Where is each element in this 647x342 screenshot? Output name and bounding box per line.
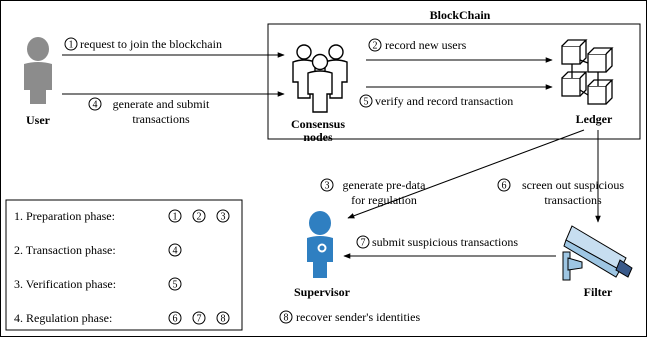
step-7-label: 7 submit suspicious transactions [356, 235, 518, 249]
svg-text:generate and submit: generate and submit [113, 97, 210, 111]
user-icon [24, 37, 52, 104]
svg-text:1: 1 [69, 40, 74, 51]
user-label: User [26, 113, 51, 127]
legend-row-2: 2. Transaction phase: 4 [14, 243, 182, 257]
svg-text:transactions: transactions [544, 193, 602, 207]
step-6-label: 6 screen out suspicious transactions [497, 178, 624, 207]
svg-text:1: 1 [173, 212, 178, 223]
legend-row-3: 3. Verification phase: 5 [14, 277, 182, 291]
step-1-label: 1 request to join the blockchain [64, 37, 222, 51]
supervisor-label: Supervisor [294, 285, 351, 299]
consensus-label-line2: nodes [303, 130, 333, 144]
svg-text:6: 6 [173, 314, 178, 325]
step-5-label: 5 verify and record transaction [359, 94, 513, 108]
svg-text:record new users: record new users [385, 38, 467, 52]
svg-text:5: 5 [364, 97, 369, 108]
step-4-label: 4 generate and submit transactions [88, 97, 210, 126]
svg-text:3: 3 [325, 181, 330, 192]
svg-text:5: 5 [173, 280, 178, 291]
svg-text:generate pre-data: generate pre-data [343, 178, 427, 192]
step-3-label: 3 generate pre-data for regulation [320, 178, 427, 207]
filter-label: Filter [584, 285, 613, 299]
svg-text:3. Verification phase:: 3. Verification phase: [14, 277, 116, 291]
svg-text:2: 2 [197, 212, 202, 223]
legend-row-4: 4. Regulation phase: 6 7 8 [14, 311, 230, 325]
step-2-label: 2 record new users [368, 38, 467, 52]
svg-text:4. Regulation phase:: 4. Regulation phase: [14, 311, 112, 325]
svg-text:2: 2 [373, 41, 378, 52]
svg-text:2. Transaction phase:: 2. Transaction phase: [14, 243, 116, 257]
svg-text:submit suspicious transactions: submit suspicious transactions [372, 235, 518, 249]
svg-text:7: 7 [197, 314, 202, 325]
svg-text:3: 3 [221, 212, 226, 223]
svg-text:verify and record transaction: verify and record transaction [375, 94, 513, 108]
ledger-label: Ledger [576, 112, 613, 126]
step-8-label: 8 recover sender's identities [279, 310, 420, 324]
svg-text:transactions: transactions [132, 112, 190, 126]
svg-text:8: 8 [221, 314, 226, 325]
consensus-label-line1: Consensus [291, 117, 345, 131]
svg-text:7: 7 [361, 238, 366, 249]
svg-text:for regulation: for regulation [351, 193, 417, 207]
legend-row-1: 1. Preparation phase: 1 2 3 [14, 209, 230, 223]
supervisor-icon [307, 211, 333, 278]
svg-text:screen out suspicious: screen out suspicious [522, 178, 624, 192]
consensus-nodes-icon [292, 44, 348, 113]
svg-text:4: 4 [173, 246, 178, 257]
svg-text:4: 4 [93, 100, 98, 111]
blockchain-title: BlockChain [430, 8, 491, 22]
legend-box [5, 199, 243, 331]
arrow-step-3 [347, 129, 585, 219]
svg-text:8: 8 [284, 313, 289, 324]
svg-text:6: 6 [502, 181, 507, 192]
svg-text:request to join the blockchain: request to join the blockchain [80, 37, 222, 51]
svg-text:1. Preparation phase:: 1. Preparation phase: [14, 209, 115, 223]
svg-text:recover sender's identities: recover sender's identities [296, 310, 420, 324]
ledger-icon [561, 39, 614, 105]
filter-icon [562, 225, 633, 281]
